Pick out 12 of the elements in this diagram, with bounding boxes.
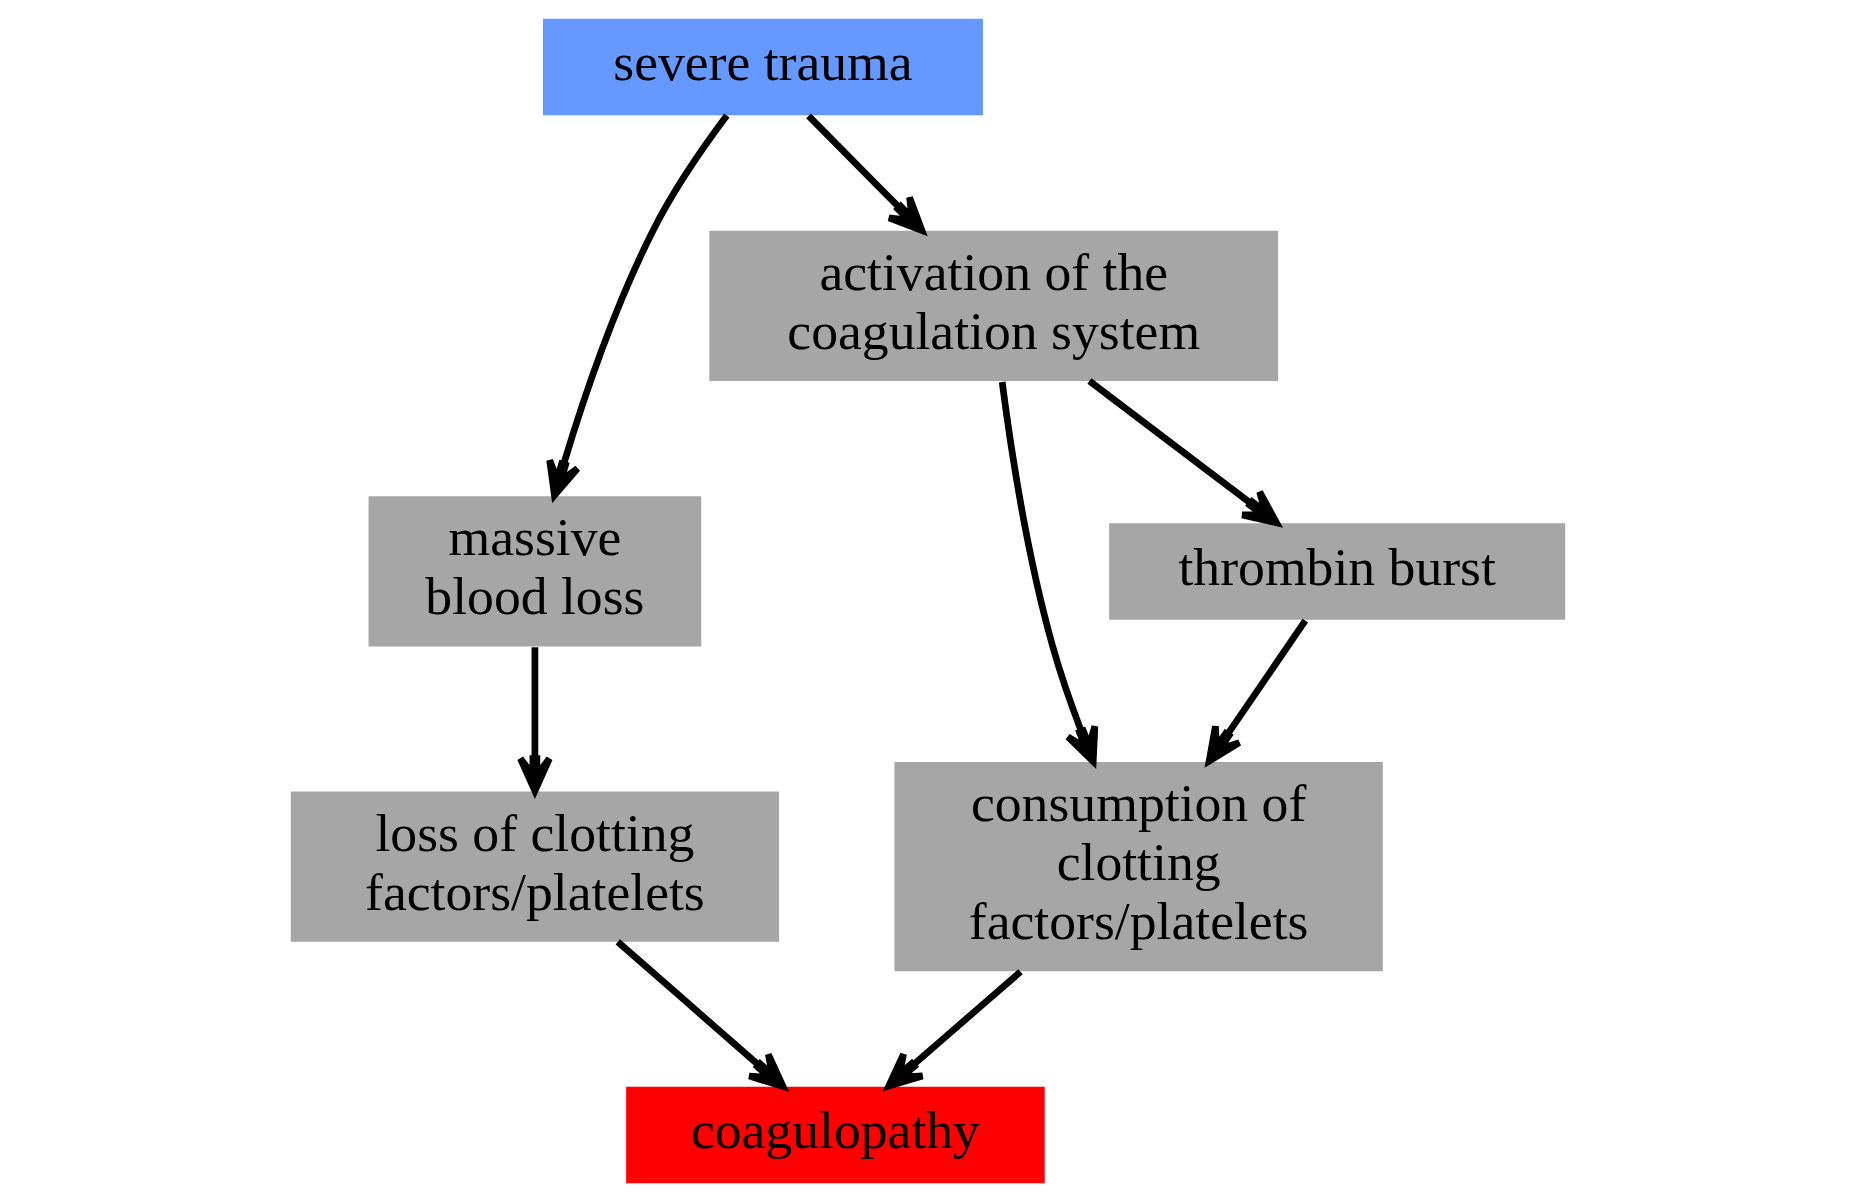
node-box: loss of clotting factors/platelets xyxy=(290,791,780,942)
node-box: massive blood loss xyxy=(368,496,702,647)
arrow xyxy=(885,969,1023,1090)
node-box: consumption of clotting factors/platelets xyxy=(894,762,1383,972)
arrow xyxy=(615,939,787,1090)
node-box: activation of the coagulation system xyxy=(709,230,1279,381)
node-box: thrombin burst xyxy=(1109,523,1566,620)
arrow xyxy=(1205,618,1309,765)
arrow xyxy=(1087,378,1280,527)
node-box: coagulopathy xyxy=(626,1086,1045,1184)
node-box: severe trauma xyxy=(542,18,983,116)
arrow xyxy=(806,113,926,234)
